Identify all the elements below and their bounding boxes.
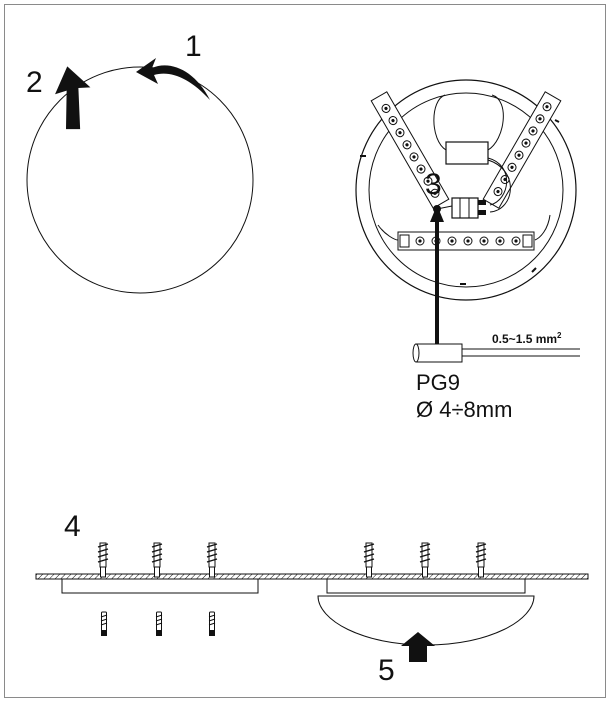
cover-circle-group bbox=[26, 58, 254, 294]
wire-size-superscript: 2 bbox=[557, 331, 562, 340]
wiring-panel bbox=[355, 79, 580, 363]
base-plate-left bbox=[61, 578, 259, 594]
led-strip-right bbox=[482, 91, 562, 209]
lift-arrow-2 bbox=[55, 66, 91, 130]
step-4-label: 4 bbox=[64, 510, 81, 543]
internal-wires bbox=[377, 94, 551, 241]
step-5-label: 5 bbox=[378, 654, 395, 687]
base-outer-ring bbox=[355, 79, 577, 301]
push-arrow-5 bbox=[401, 632, 435, 662]
step-1-label: 1 bbox=[185, 30, 202, 63]
base-plate-right bbox=[326, 578, 526, 594]
cable bbox=[412, 343, 580, 363]
led-strip-left bbox=[370, 91, 450, 209]
wire-size-label: 0.5~1.5 mm2 bbox=[492, 331, 562, 346]
connection-arrow bbox=[430, 205, 444, 222]
led-strip-bottom bbox=[397, 231, 535, 251]
step-2-label: 2 bbox=[26, 66, 43, 99]
driver-box bbox=[445, 141, 489, 165]
mounting-panel bbox=[35, 542, 589, 662]
step-3-label: 3 bbox=[425, 168, 442, 201]
diffuser-dome bbox=[317, 595, 535, 646]
terminal-block bbox=[451, 197, 486, 219]
cover-circle bbox=[26, 66, 254, 294]
diameter-label: Ø 4÷8mm bbox=[416, 397, 513, 422]
rotate-arrow-1 bbox=[136, 58, 210, 100]
ceiling bbox=[35, 573, 589, 580]
diagram-frame bbox=[4, 4, 606, 698]
base-inner-ring bbox=[368, 92, 564, 288]
gland-label: PG9 bbox=[416, 370, 461, 395]
